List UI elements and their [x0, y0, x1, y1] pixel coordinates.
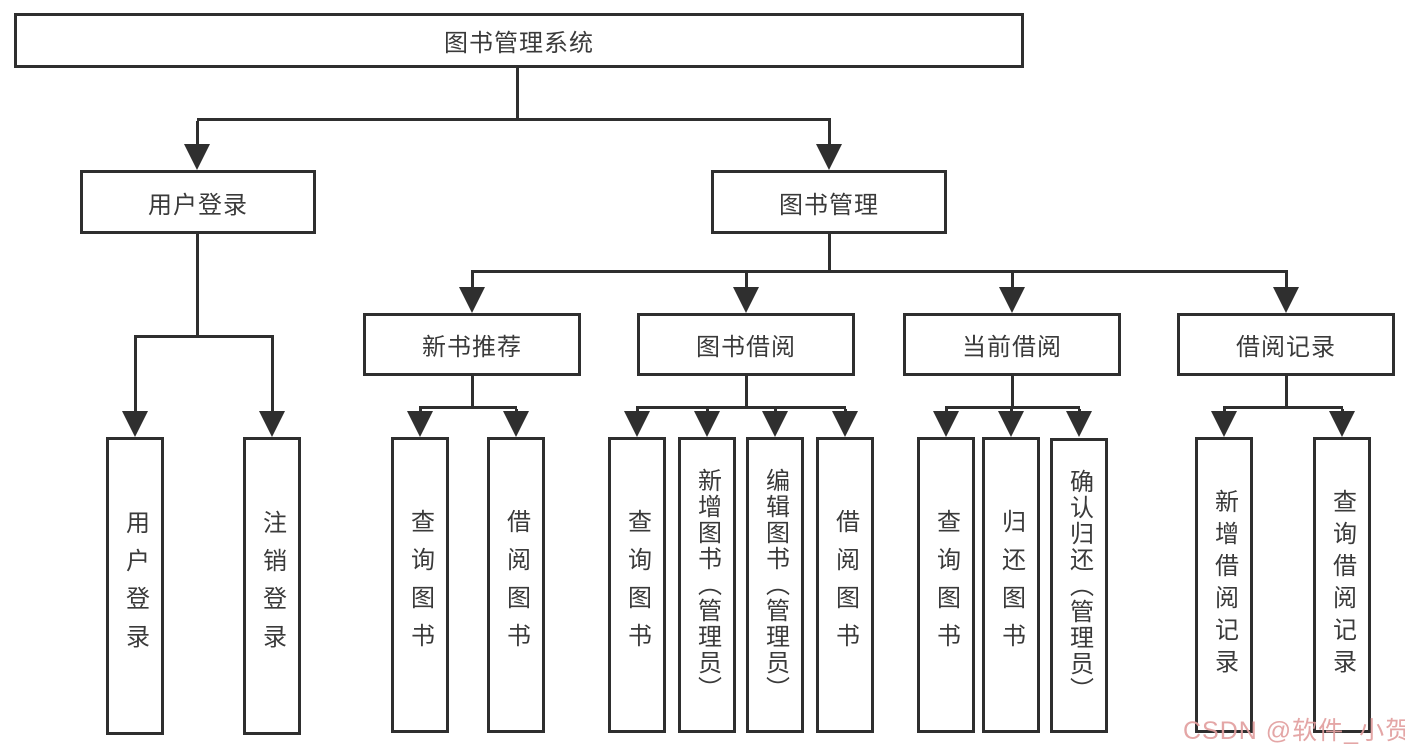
connector-current-borrow-horizontal [945, 406, 1080, 409]
node-box-new-book-recommend: 新书推荐 [363, 313, 581, 376]
connector-root-horizontal [197, 118, 831, 121]
node-box-leaf-borrow-books-recommend: 借阅图书 [487, 437, 545, 733]
connector-drop-borrow-records [1285, 273, 1288, 289]
connector-borrow-records-horizontal [1223, 406, 1343, 409]
node-box-leaf-query-borrow-record: 查询借阅记录 [1313, 437, 1371, 733]
arrow-down-icon [762, 411, 788, 437]
arrow-down-icon [816, 144, 842, 170]
connector-drop-logout-leaf [271, 338, 274, 412]
arrow-down-icon [998, 411, 1024, 437]
node-box-leaf-edit-books-admin: 编辑图书（管理员） [746, 437, 804, 733]
connector-drop-book-borrow [745, 273, 748, 289]
connector-current-borrow-stub [1011, 376, 1014, 409]
connector-drop-login-leaf [134, 338, 137, 412]
connector-level3-horizontal [471, 270, 1288, 273]
connector-book-management-stub [828, 234, 831, 273]
arrow-down-icon [459, 287, 485, 313]
node-box-root: 图书管理系统 [14, 13, 1024, 68]
node-box-leaf-query-books-borrow: 查询图书 [608, 437, 666, 733]
connector-drop-book-management [828, 121, 831, 148]
arrow-down-icon [1329, 411, 1355, 437]
connector-new-book-horizontal [419, 406, 517, 409]
node-box-current-borrow: 当前借阅 [903, 313, 1121, 376]
connector-user-login-stub [196, 234, 199, 338]
node-box-leaf-query-books-recommend: 查询图书 [391, 437, 449, 733]
connector-book-borrow-stub [745, 376, 748, 409]
connector-borrow-records-stub [1285, 376, 1288, 409]
arrow-down-icon [1273, 287, 1299, 313]
arrow-down-icon [933, 411, 959, 437]
arrow-down-icon [122, 411, 148, 437]
arrow-down-icon [999, 287, 1025, 313]
connector-drop-new-book [471, 273, 474, 289]
node-box-borrow-records: 借阅记录 [1177, 313, 1395, 376]
connector-new-book-stub [471, 376, 474, 409]
node-box-leaf-return-books: 归还图书 [982, 437, 1040, 733]
connector-user-login-horizontal [134, 335, 274, 338]
node-box-user-login: 用户登录 [80, 170, 316, 234]
node-box-book-borrow: 图书借阅 [637, 313, 855, 376]
connector-book-borrow-horizontal [636, 406, 846, 409]
arrow-down-icon [1066, 411, 1092, 437]
arrow-down-icon [503, 411, 529, 437]
node-box-book-management: 图书管理 [711, 170, 947, 234]
node-box-leaf-add-books-admin: 新增图书（管理员） [678, 437, 736, 733]
arrow-down-icon [1211, 411, 1237, 437]
arrow-down-icon [832, 411, 858, 437]
arrow-down-icon [184, 144, 210, 170]
arrow-down-icon [407, 411, 433, 437]
watermark: CSDN @软件_小贺同学 [1183, 717, 1405, 745]
arrow-down-icon [733, 287, 759, 313]
arrow-down-icon [624, 411, 650, 437]
arrow-down-icon [259, 411, 285, 437]
connector-drop-current-borrow [1011, 273, 1014, 289]
arrow-down-icon [694, 411, 720, 437]
node-box-leaf-borrow-books: 借阅图书 [816, 437, 874, 733]
node-box-leaf-query-books-current: 查询图书 [917, 437, 975, 733]
node-box-leaf-add-borrow-record: 新增借阅记录 [1195, 437, 1253, 733]
node-box-leaf-logout: 注销登录 [243, 437, 301, 735]
connector-drop-user-login [196, 121, 199, 148]
connector-root-stub [516, 68, 519, 121]
node-box-leaf-confirm-return-admin: 确认归还（管理员） [1050, 438, 1108, 733]
node-box-leaf-user-login: 用户登录 [106, 437, 164, 735]
